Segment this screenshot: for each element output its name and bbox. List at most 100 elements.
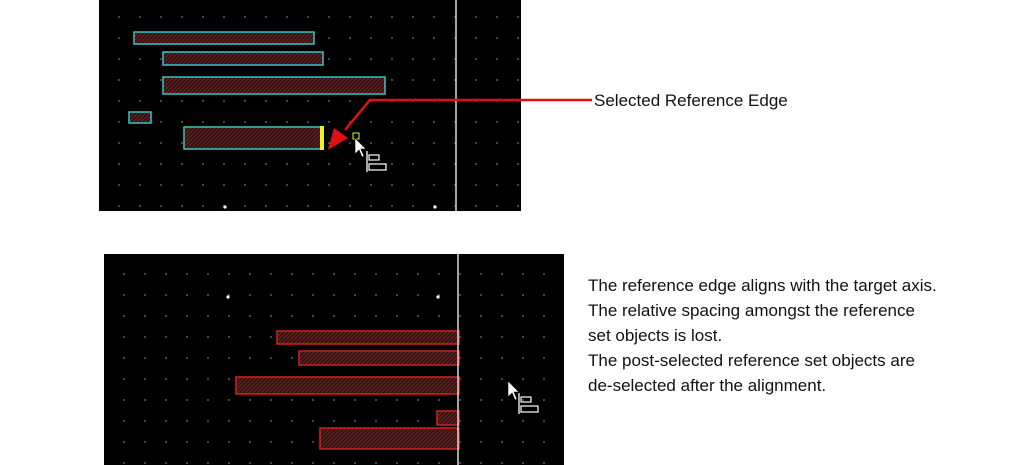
layout-canvas-before[interactable] <box>99 0 521 211</box>
grid-dot <box>459 315 461 317</box>
grid-dot <box>139 16 141 18</box>
grid-dot <box>202 184 204 186</box>
selected-shape[interactable] <box>162 76 386 95</box>
aligned-reference-shape[interactable] <box>319 427 460 450</box>
grid-dot <box>160 163 162 165</box>
grid-dot <box>270 273 272 275</box>
grid-dot <box>522 399 524 401</box>
grid-dot <box>412 37 414 39</box>
selected-shape[interactable] <box>133 31 315 45</box>
grid-dot <box>165 462 167 464</box>
grid-dot <box>207 294 209 296</box>
grid-dot <box>522 273 524 275</box>
grid-dot <box>139 184 141 186</box>
grid-dot <box>375 294 377 296</box>
grid-dot <box>286 16 288 18</box>
grid-dot <box>391 79 393 81</box>
grid-dot <box>291 399 293 401</box>
grid-dot <box>391 37 393 39</box>
grid-dot <box>249 462 251 464</box>
grid-dot <box>160 121 162 123</box>
grid-dot <box>144 462 146 464</box>
grid-dot <box>438 294 440 296</box>
grid-dot <box>475 79 477 81</box>
grid-dot <box>391 142 393 144</box>
description-line: de-selected after the alignment. <box>588 376 827 395</box>
grid-dot <box>412 184 414 186</box>
grid-dot <box>207 462 209 464</box>
aligned-shape[interactable] <box>235 376 460 395</box>
grid-dot <box>160 16 162 18</box>
grid-dot <box>417 462 419 464</box>
grid-dot <box>391 163 393 165</box>
arrow-pointer-icon <box>354 137 367 158</box>
grid-dot <box>375 420 377 422</box>
grid-dot <box>496 184 498 186</box>
grid-dot <box>223 121 225 123</box>
arrow-pointer-icon <box>507 380 520 401</box>
grid-dot <box>244 16 246 18</box>
selected-shape[interactable] <box>128 111 152 124</box>
grid-dot <box>522 420 524 422</box>
grid-dot <box>433 79 435 81</box>
aligned-shape[interactable] <box>298 350 460 366</box>
grid-dot <box>312 462 314 464</box>
grid-dot <box>265 184 267 186</box>
grid-dot <box>270 399 272 401</box>
grid-dot <box>244 163 246 165</box>
grid-dot <box>396 399 398 401</box>
grid-dot <box>270 315 272 317</box>
grid-dot <box>118 163 120 165</box>
grid-dot <box>207 420 209 422</box>
grid-dot <box>307 121 309 123</box>
grid-dot <box>123 378 125 380</box>
grid-dot <box>165 315 167 317</box>
grid-dot <box>496 58 498 60</box>
grid-dot <box>207 378 209 380</box>
grid-dot <box>349 58 351 60</box>
grid-dot <box>244 100 246 102</box>
aligned-shape[interactable] <box>276 330 460 345</box>
grid-dot <box>223 163 225 165</box>
grid-dot <box>160 79 162 81</box>
grid-origin-dot <box>433 205 437 209</box>
selected-shape[interactable] <box>162 51 324 66</box>
grid-dot <box>480 273 482 275</box>
grid-dot <box>291 357 293 359</box>
grid-dot <box>123 294 125 296</box>
grid-dot <box>291 294 293 296</box>
grid-dot <box>186 462 188 464</box>
grid-dot <box>517 163 519 165</box>
grid-dot <box>501 336 503 338</box>
grid-dot <box>475 37 477 39</box>
grid-dot <box>165 378 167 380</box>
grid-dot <box>349 142 351 144</box>
reference-shape[interactable] <box>183 126 323 150</box>
grid-dot <box>181 142 183 144</box>
grid-dot <box>349 100 351 102</box>
grid-dot <box>417 315 419 317</box>
grid-dot <box>291 441 293 443</box>
grid-dot <box>412 58 414 60</box>
grid-dot <box>307 16 309 18</box>
aligned-shape[interactable] <box>436 410 460 426</box>
grid-dot <box>433 184 435 186</box>
description-line: The post-selected reference set objects … <box>588 351 915 370</box>
grid-dot <box>186 420 188 422</box>
grid-dot <box>501 273 503 275</box>
grid-dot <box>496 79 498 81</box>
reference-edge-highlight[interactable] <box>320 126 324 150</box>
grid-dot <box>333 273 335 275</box>
grid-dot <box>139 142 141 144</box>
grid-dot <box>433 16 435 18</box>
grid-dot <box>354 273 356 275</box>
grid-dot <box>496 163 498 165</box>
grid-dot <box>375 273 377 275</box>
layout-canvas-after[interactable] <box>104 254 564 465</box>
grid-dot <box>144 420 146 422</box>
grid-dot <box>202 163 204 165</box>
grid-dot <box>459 273 461 275</box>
grid-dot <box>312 273 314 275</box>
grid-dot <box>333 462 335 464</box>
grid-dot <box>207 357 209 359</box>
